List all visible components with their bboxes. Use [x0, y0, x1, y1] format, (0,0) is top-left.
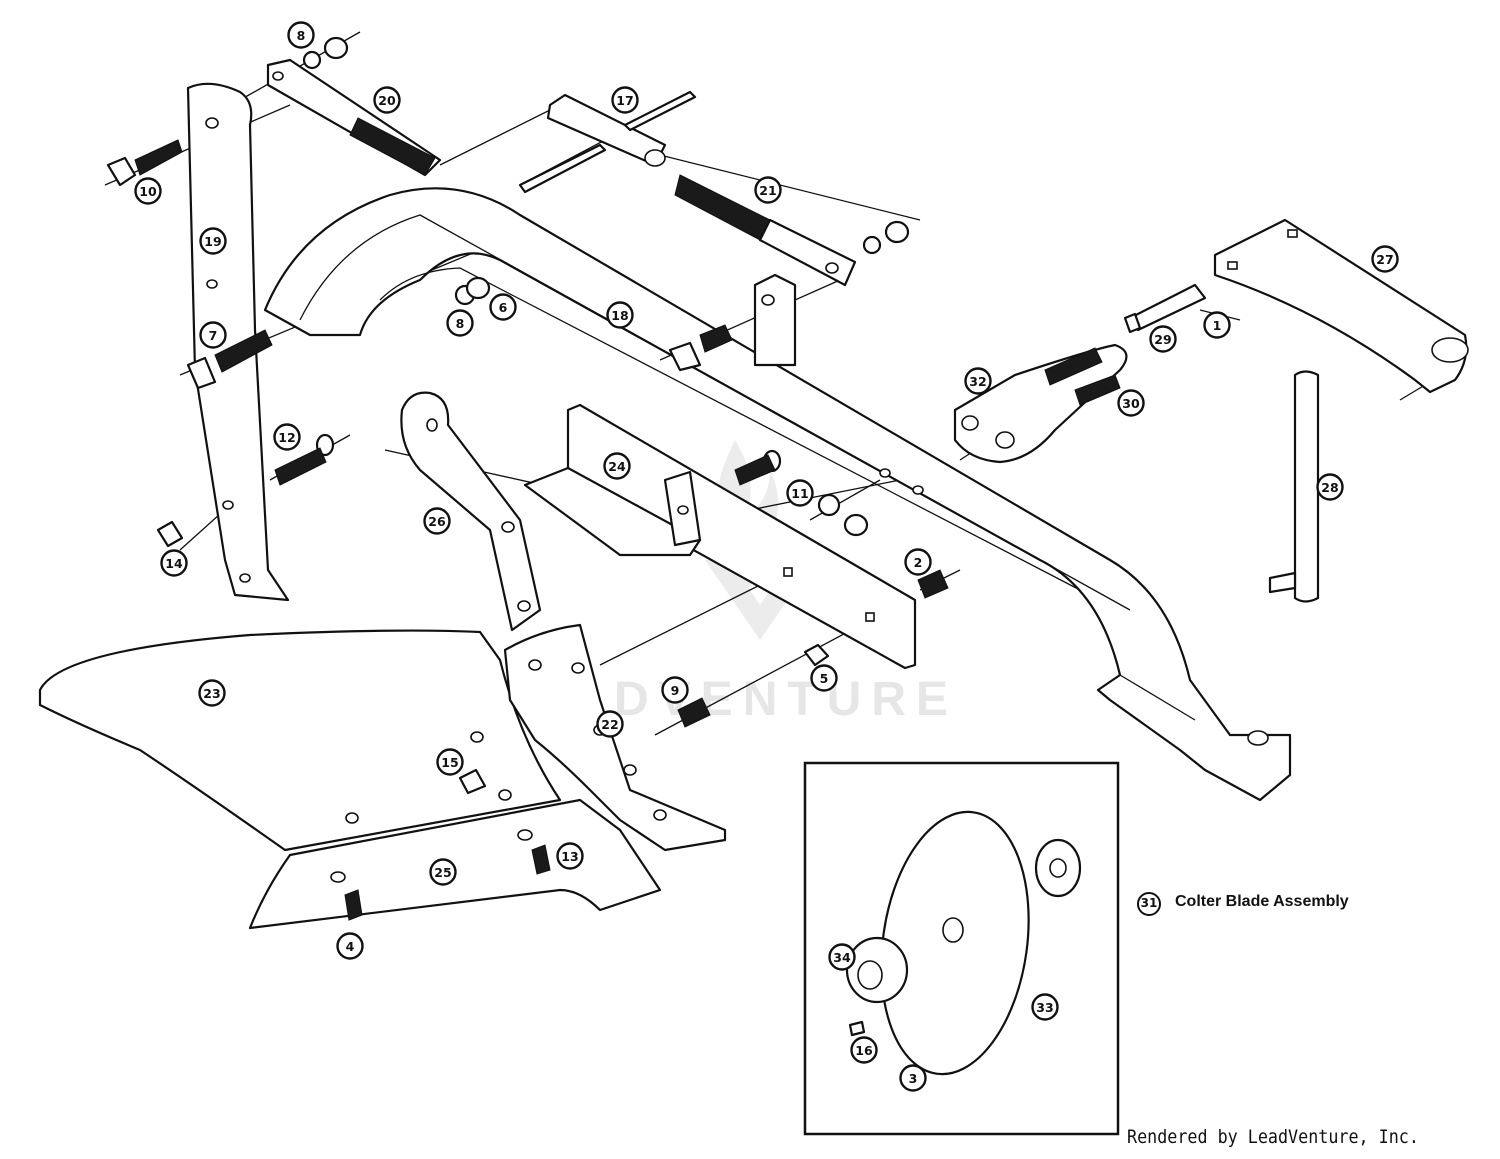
callout-label: 18: [611, 308, 628, 323]
callout-2: 2: [904, 548, 932, 576]
callout-19: 19: [199, 227, 227, 255]
callout-label: 5: [820, 671, 829, 686]
tube-17: [518, 90, 697, 194]
plate-24: [523, 403, 924, 670]
callout-11: 11: [786, 479, 814, 507]
callout-34: 34: [828, 943, 856, 971]
callout-33: 33: [1031, 993, 1059, 1021]
callout-label: 7: [209, 328, 218, 343]
threaded-rod-21: [674, 174, 857, 287]
callout-label: 12: [278, 430, 295, 445]
callout-label: 19: [204, 234, 221, 249]
callout-24: 24: [603, 452, 631, 480]
callout-label: 22: [601, 717, 618, 732]
bolts-left: [106, 139, 335, 486]
callout-label: 20: [378, 93, 396, 108]
callout-label: 11: [791, 486, 808, 501]
callout-30: 30: [1117, 389, 1145, 417]
callout-label: 6: [499, 300, 508, 315]
callout-16: 16: [850, 1036, 878, 1064]
callout-28: 28: [1316, 473, 1344, 501]
callout-label: 26: [428, 514, 446, 529]
callout-label: 10: [139, 184, 157, 199]
callout-label: 34: [833, 950, 851, 965]
callout-label: 17: [616, 93, 633, 108]
callout-20: 20: [373, 86, 401, 114]
callout-26: 26: [423, 507, 451, 535]
callout-17: 17: [611, 86, 639, 114]
assembly-number-badge: 31: [1137, 892, 1161, 916]
callout-label: 29: [1154, 332, 1171, 347]
callout-8: 8: [446, 309, 474, 337]
callout-9: 9: [661, 676, 689, 704]
beam: [263, 187, 1292, 802]
hardware-small: [156, 36, 949, 921]
callout-label: 25: [434, 865, 451, 880]
clevis-32: [953, 343, 1128, 464]
callouts: 1234567889101112131415161718192021222324…: [134, 21, 1399, 1092]
pin-29: [1123, 283, 1207, 334]
callout-23: 23: [198, 679, 226, 707]
callout-5: 5: [810, 664, 838, 692]
callout-label: 24: [608, 459, 626, 474]
pin-28: [1268, 370, 1320, 603]
callout-label: 30: [1122, 396, 1140, 411]
callout-label: 13: [561, 849, 578, 864]
assembly-label: Colter Blade Assembly: [1175, 893, 1349, 910]
threaded-rod-20: [266, 58, 442, 177]
moldboard-23: [38, 629, 562, 852]
callout-label: 27: [1376, 252, 1393, 267]
beam-standard: [753, 273, 797, 367]
callout-8: 8: [287, 21, 315, 49]
callout-label: 8: [297, 28, 306, 43]
callout-10: 10: [134, 177, 162, 205]
callout-27: 27: [1371, 245, 1399, 273]
callout-3: 3: [899, 1064, 927, 1092]
credit-text: Rendered by LeadVenture, Inc.: [1127, 1126, 1419, 1148]
shin-22: [503, 623, 727, 852]
callout-18: 18: [606, 301, 634, 329]
callout-label: 32: [969, 374, 986, 389]
hitch-27: [1213, 218, 1469, 394]
callout-12: 12: [273, 423, 301, 451]
callout-label: 16: [855, 1043, 873, 1058]
callout-label: 33: [1036, 1000, 1053, 1015]
callout-label: 15: [441, 755, 458, 770]
callout-25: 25: [429, 858, 457, 886]
callout-32: 32: [964, 367, 992, 395]
callout-4: 4: [336, 932, 364, 960]
callout-14: 14: [160, 549, 188, 577]
callout-7: 7: [199, 321, 227, 349]
callout-label: 3: [909, 1071, 918, 1086]
callout-6: 6: [489, 293, 517, 321]
callout-label: 23: [203, 686, 220, 701]
callout-15: 15: [436, 748, 464, 776]
callout-1: 1: [1203, 311, 1231, 339]
callout-label: 9: [671, 683, 680, 698]
callout-13: 13: [556, 842, 584, 870]
callout-label: 8: [456, 316, 465, 331]
callout-label: 28: [1321, 480, 1338, 495]
callout-label: 2: [914, 555, 923, 570]
callout-29: 29: [1149, 325, 1177, 353]
callout-22: 22: [596, 710, 624, 738]
callout-label: 4: [346, 939, 355, 954]
callout-21: 21: [754, 176, 782, 204]
callout-label: 21: [759, 183, 776, 198]
colter-inset: [803, 761, 1120, 1136]
callout-label: 14: [165, 556, 183, 571]
callout-label: 1: [1213, 318, 1222, 333]
brace-26: [400, 391, 542, 632]
